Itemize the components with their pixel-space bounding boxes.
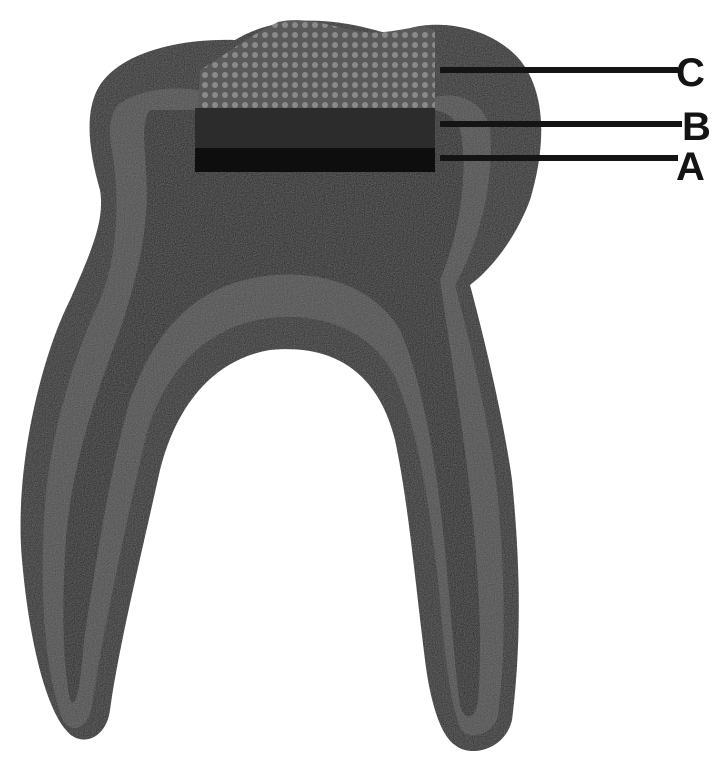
base-layer-b [195, 108, 435, 148]
label-b: B [682, 105, 711, 149]
restoration-c [198, 20, 435, 108]
liner-layer-a [195, 148, 435, 172]
label-c: C [676, 51, 705, 95]
label-a: A [676, 145, 705, 189]
